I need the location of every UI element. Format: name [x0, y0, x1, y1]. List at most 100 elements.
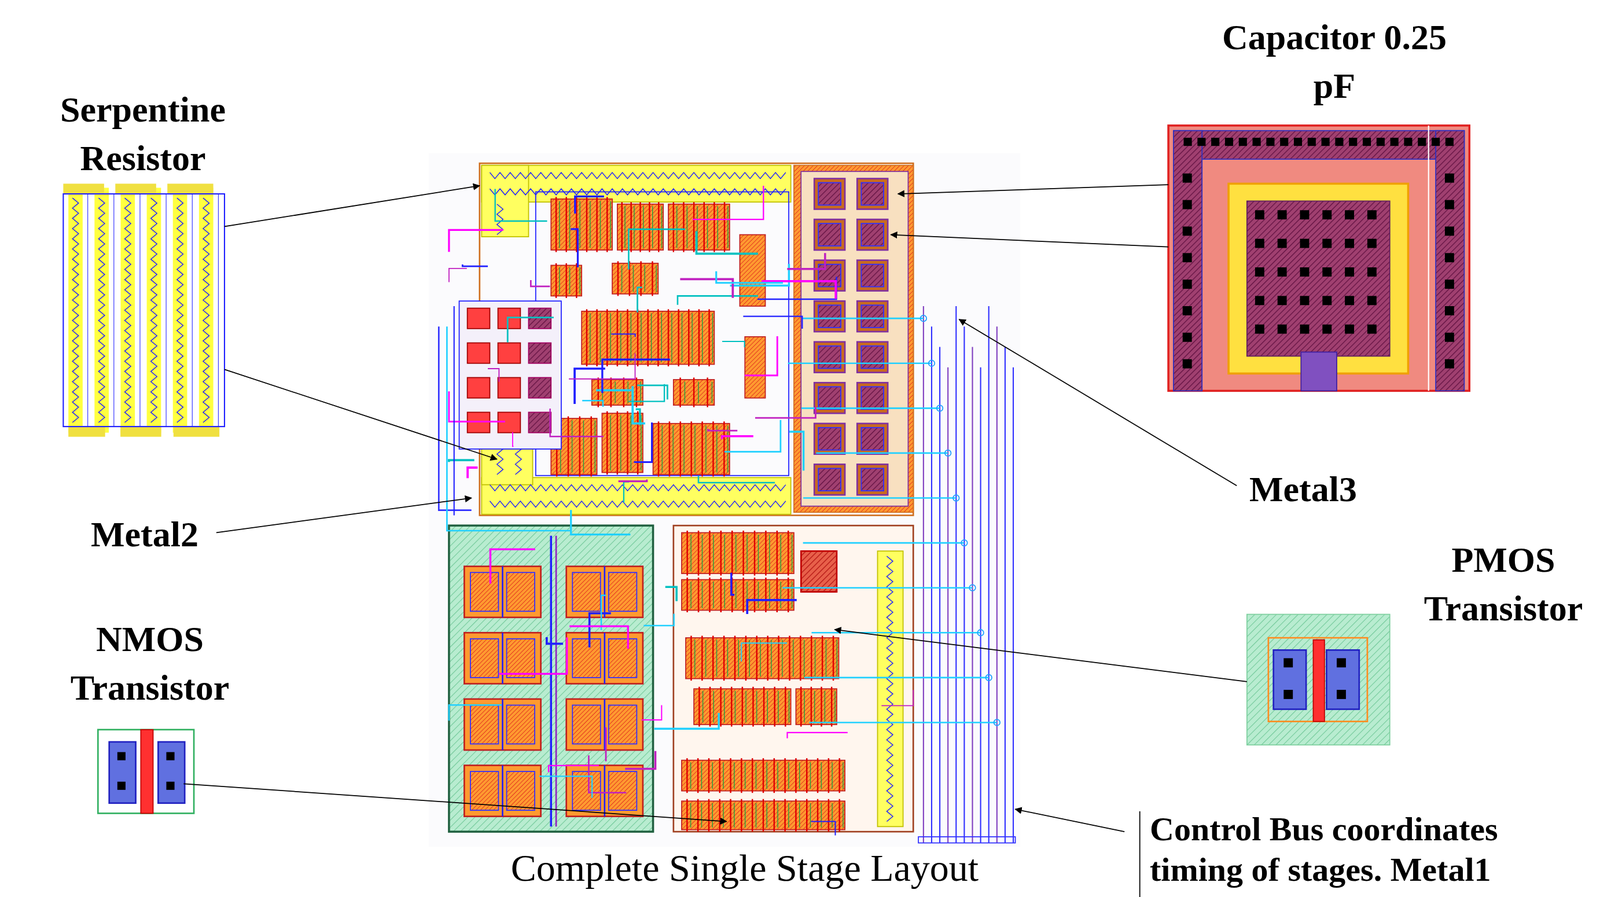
diffusion	[767, 690, 768, 723]
diffusion	[727, 206, 728, 248]
contact	[1367, 267, 1377, 277]
metal-wire	[628, 229, 686, 270]
diffusion	[831, 803, 833, 828]
diffusion	[579, 267, 580, 294]
contact	[1367, 210, 1377, 220]
capacitor-plate	[1228, 183, 1408, 374]
capacitor-plate	[818, 304, 841, 328]
transistor	[498, 342, 521, 363]
leader-lines	[183, 184, 1247, 897]
metal-wire	[548, 765, 599, 772]
diffusion	[633, 265, 634, 292]
gate	[788, 635, 790, 682]
gate	[709, 686, 711, 727]
contact	[1300, 238, 1310, 249]
metal-wire	[696, 230, 759, 254]
contact	[1255, 295, 1265, 305]
gate	[838, 758, 840, 793]
control-bus	[1004, 347, 1006, 844]
gate	[708, 309, 710, 367]
leader-line	[959, 319, 1238, 486]
gate	[712, 635, 714, 682]
resistor-symbol	[177, 197, 184, 423]
gate	[745, 635, 747, 682]
contact	[117, 752, 126, 761]
diffusion	[777, 803, 778, 828]
metal-wire	[574, 368, 606, 404]
gate	[565, 196, 567, 252]
diffusion	[652, 206, 653, 248]
diffusion	[608, 771, 637, 811]
gate	[751, 799, 753, 832]
contact	[1266, 137, 1275, 146]
diffusion	[608, 572, 637, 612]
capacitor-plate	[818, 182, 841, 206]
diffusion	[558, 267, 560, 294]
gate	[784, 686, 786, 727]
gate	[817, 758, 819, 793]
gate	[555, 263, 557, 299]
transistor-pair	[464, 699, 541, 750]
gate	[806, 758, 808, 793]
gate	[703, 201, 705, 252]
transistor-pair	[566, 699, 643, 750]
bus-tap	[788, 362, 932, 364]
diffusion	[691, 313, 693, 363]
capacitor-plate	[818, 468, 841, 491]
part-label: Capacitor 0.25 pF	[1218, 13, 1451, 110]
diffusion	[701, 803, 702, 828]
contact	[1376, 137, 1385, 146]
gate	[501, 765, 504, 817]
diffusion	[583, 420, 584, 473]
diffusion	[655, 265, 657, 292]
transistor-array	[601, 413, 643, 473]
transistor-array	[685, 637, 840, 679]
gate	[730, 686, 733, 727]
gate	[623, 377, 625, 407]
control-bus	[988, 306, 990, 844]
capacitor-cell	[814, 300, 845, 332]
gate	[776, 577, 778, 613]
gate	[697, 799, 699, 832]
diffusion	[799, 803, 800, 828]
metal-wire	[665, 586, 677, 601]
metal-wire	[623, 482, 630, 503]
diffusion	[569, 267, 570, 294]
label: PMOS Transistor	[1413, 535, 1594, 633]
diffusion	[781, 640, 783, 677]
contact	[1277, 295, 1287, 305]
diffusion	[589, 200, 591, 248]
contact	[1238, 137, 1248, 146]
metal-wire	[453, 306, 455, 516]
gate	[753, 530, 756, 576]
diffusion	[766, 762, 768, 789]
diffusion	[694, 425, 695, 473]
capacitor-outline	[1168, 125, 1470, 391]
contact	[1182, 173, 1193, 183]
diffusion	[661, 206, 662, 248]
diffusion	[701, 762, 702, 789]
metal-wire	[755, 406, 816, 418]
diffusion	[712, 534, 714, 572]
plate-terminal	[1300, 351, 1337, 391]
gate	[713, 201, 715, 252]
contact	[1283, 657, 1293, 668]
diffusion	[810, 762, 811, 789]
transistor	[528, 412, 551, 433]
metal-wire	[575, 196, 605, 214]
gate	[701, 421, 703, 477]
gate	[616, 309, 619, 367]
diffusion	[630, 415, 632, 471]
resistor-symbol	[203, 197, 210, 423]
metal-wire	[637, 287, 643, 313]
diffusion	[836, 640, 838, 677]
contact	[1307, 137, 1316, 146]
contact	[1225, 137, 1234, 146]
gate	[501, 699, 504, 750]
gate	[762, 758, 764, 793]
diffusion	[671, 313, 672, 363]
diffusion	[707, 206, 708, 248]
gate	[616, 411, 619, 475]
capacitor-plate	[861, 223, 884, 246]
